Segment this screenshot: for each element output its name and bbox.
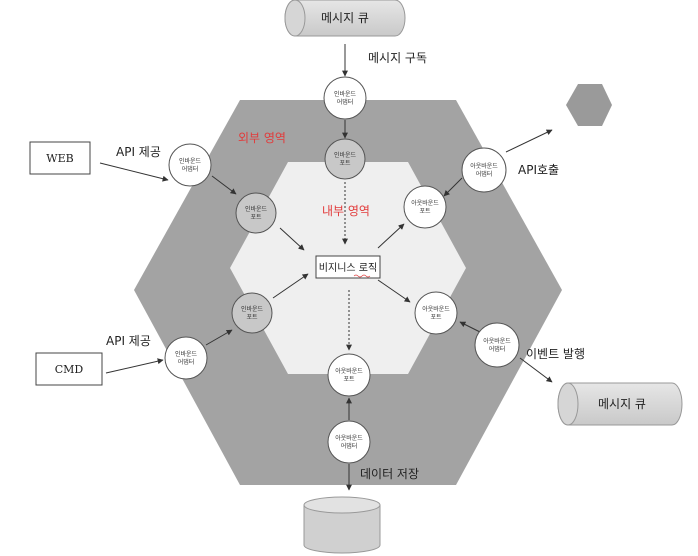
node-label-line1: 아웃바운드 bbox=[335, 434, 363, 442]
cmd-box: CMD bbox=[35, 352, 103, 386]
node-label-line2: 어댑터 bbox=[476, 170, 493, 178]
api-call-label: API호출 bbox=[518, 163, 559, 177]
inbound-port-left-bottom: 인바운드 포트 bbox=[231, 292, 273, 334]
business-logic-label: 비지니스 로직 bbox=[319, 262, 377, 274]
node-label-line1: 아웃바운드 bbox=[335, 367, 363, 375]
api-provide-top-label: API 제공 bbox=[116, 145, 161, 159]
arrow-adapter-to-port-left-top bbox=[211, 175, 237, 195]
node-label-line2: 포트 bbox=[419, 208, 431, 215]
node-label-line2: 어댑터 bbox=[182, 165, 199, 173]
queue-right-label: 메시지 큐 bbox=[598, 397, 646, 411]
arrow-logic-to-outbound-port-top bbox=[377, 223, 405, 249]
cmd-label: CMD bbox=[55, 363, 84, 376]
message-queue-top: 메시지 큐 bbox=[284, 0, 406, 37]
arrow-adapter-to-outbound-port-right bbox=[459, 321, 481, 333]
web-label: WEB bbox=[46, 152, 73, 165]
node-label-line1: 아웃바운드 bbox=[483, 337, 511, 345]
inbound-adapter-left-bottom: 인바운드 어댑터 bbox=[164, 336, 208, 380]
outbound-adapter-top-right: 아웃바운드 어댑터 bbox=[461, 147, 507, 193]
inner-region-label: 내부 영역 bbox=[322, 204, 370, 218]
arrow-api-call bbox=[505, 129, 553, 153]
outbound-adapter-right: 아웃바운드 어댑터 bbox=[474, 322, 520, 368]
inbound-port-left-top: 인바운드 포트 bbox=[235, 192, 277, 234]
arrow-logic-to-outbound-port-right bbox=[377, 279, 411, 303]
node-label-line1: 인바운드 bbox=[179, 157, 202, 165]
node-label-line1: 아웃바운드 bbox=[470, 162, 498, 170]
node-label-line2: 포트 bbox=[343, 376, 355, 383]
arrow-adapter-to-port-left-bottom bbox=[205, 329, 233, 346]
node-label-line2: 어댑터 bbox=[489, 345, 506, 353]
node-label-line1: 아웃바운드 bbox=[411, 199, 439, 207]
external-system-hexagon bbox=[566, 84, 612, 126]
node-label-line1: 인바운드 bbox=[175, 350, 198, 358]
business-logic-box: 비지니스 로직 bbox=[315, 255, 381, 279]
node-label-line2: 어댑터 bbox=[337, 98, 354, 106]
arrow-event-publish bbox=[519, 357, 553, 383]
outer-region-label: 외부 영역 bbox=[238, 131, 286, 145]
arrow-port-to-logic-left-bottom bbox=[272, 273, 309, 299]
api-provide-bottom-label: API 제공 bbox=[106, 334, 151, 348]
node-label-line2: 어댑터 bbox=[341, 442, 358, 450]
outbound-port-right: 아웃바운드 포트 bbox=[414, 291, 458, 335]
arrow-adapter-to-outbound-port-top bbox=[443, 177, 463, 197]
node-label-line1: 인바운드 bbox=[334, 90, 357, 98]
node-label-line1: 인바운드 bbox=[245, 205, 268, 213]
node-label-line1: 인바운드 bbox=[241, 305, 264, 313]
arrow-cmd-to-adapter bbox=[105, 358, 164, 374]
node-label-line2: 포트 bbox=[246, 314, 258, 321]
node-label-line2: 포트 bbox=[430, 314, 442, 321]
inbound-adapter-top: 인바운드 어댑터 bbox=[323, 76, 367, 120]
node-label-line1: 아웃바운드 bbox=[422, 305, 450, 313]
arrow-port-to-logic-left-top bbox=[279, 227, 305, 251]
node-label-line2: 포트 bbox=[339, 160, 351, 167]
outbound-port-top-right: 아웃바운드 포트 bbox=[403, 185, 447, 229]
outbound-port-bottom: 아웃바운드 포트 bbox=[327, 353, 371, 397]
queue-top-label: 메시지 큐 bbox=[321, 11, 369, 25]
data-store-label: 데이터 저장 bbox=[360, 467, 419, 481]
database-cylinder bbox=[303, 496, 381, 554]
subscribe-label: 메시지 구독 bbox=[368, 51, 427, 65]
arrow-web-to-adapter bbox=[99, 162, 169, 182]
inbound-port-top: 인바운드 포트 bbox=[324, 138, 366, 180]
event-publish-label: 이벤트 발행 bbox=[526, 346, 585, 361]
web-box: WEB bbox=[29, 141, 91, 175]
message-queue-right: 메시지 큐 bbox=[557, 382, 683, 426]
node-label-line1: 인바운드 bbox=[334, 151, 357, 159]
outbound-adapter-bottom: 아웃바운드 어댑터 bbox=[327, 420, 371, 464]
connections bbox=[99, 44, 553, 491]
node-label-line2: 어댑터 bbox=[178, 358, 195, 366]
node-label-line2: 포트 bbox=[250, 214, 262, 221]
inbound-adapter-left-top: 인바운드 어댑터 bbox=[168, 143, 212, 187]
